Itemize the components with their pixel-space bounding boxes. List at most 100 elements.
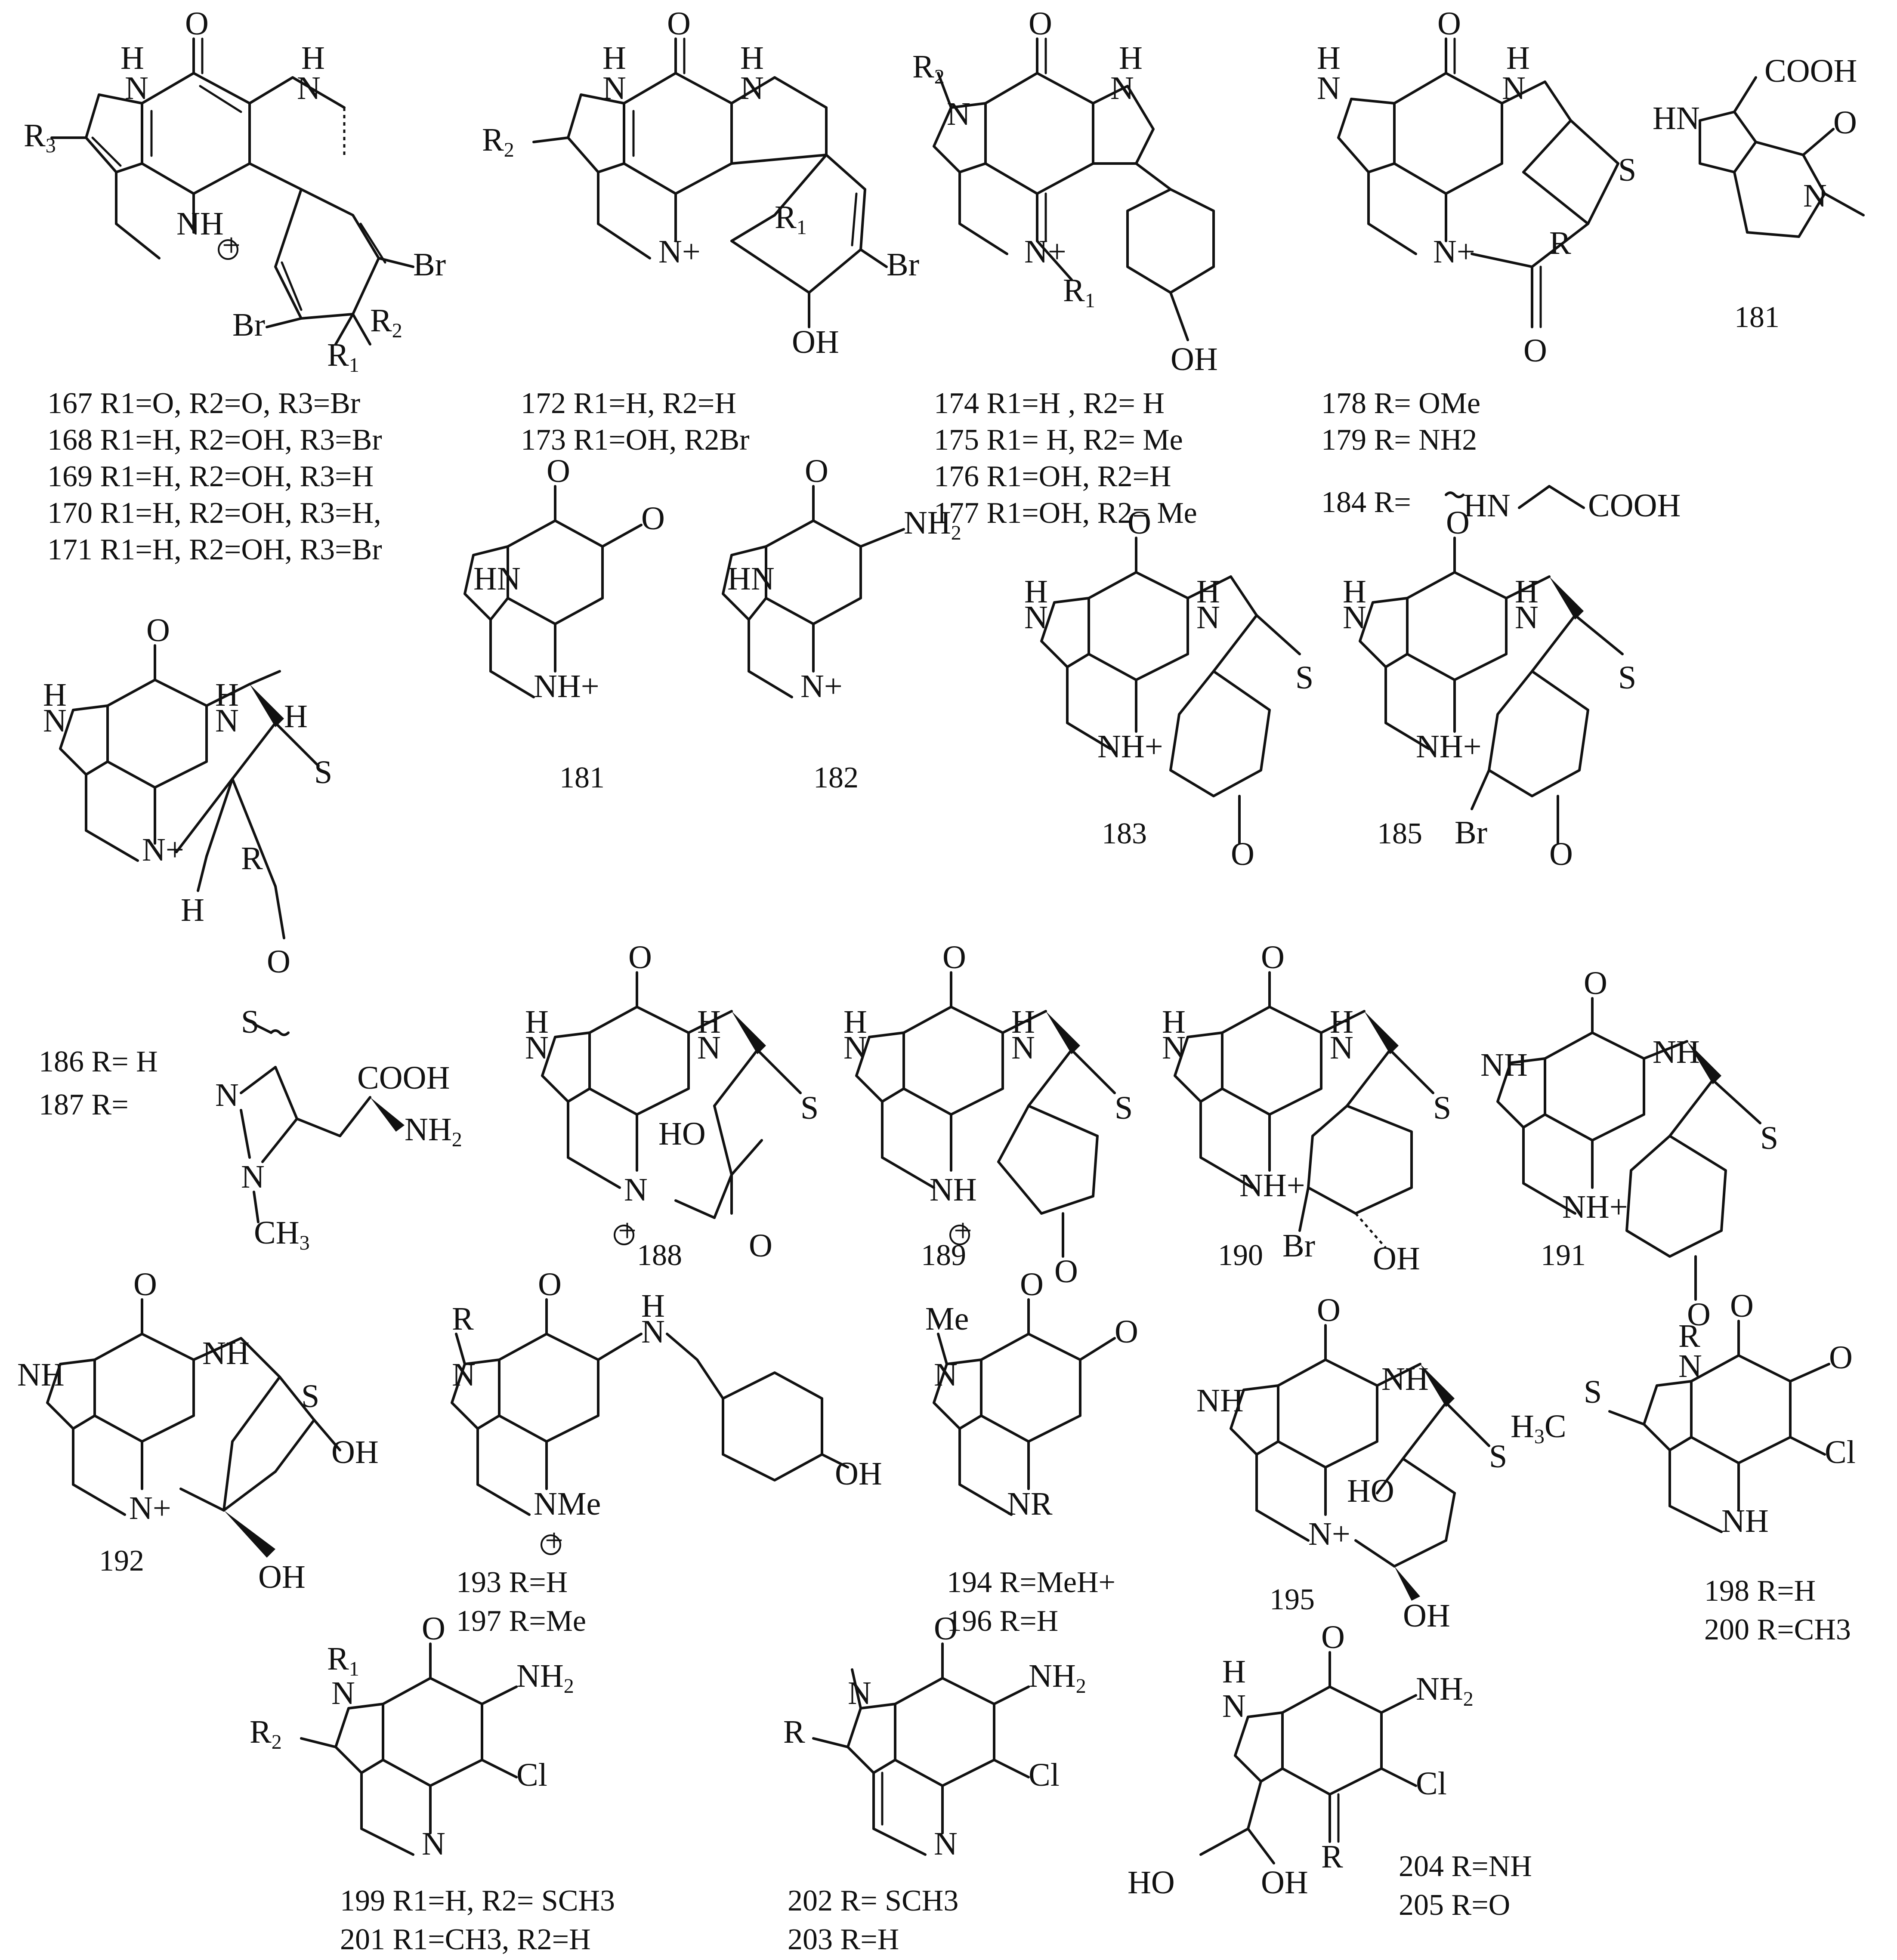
- label-NH2: NH2: [1029, 1658, 1086, 1698]
- label-O: O: [1029, 6, 1052, 42]
- compound-number-195: 195: [1270, 1583, 1315, 1616]
- label-R: R: [1549, 225, 1571, 261]
- caption-204: 204 R=NH: [1399, 1850, 1532, 1883]
- label-S: S: [1295, 660, 1313, 696]
- label-N-methyl: N: [241, 1159, 265, 1195]
- compound-number-183: 183: [1102, 817, 1147, 850]
- label-R: R: [452, 1301, 474, 1337]
- label-H: H: [1222, 1654, 1246, 1690]
- label-H: H: [43, 677, 67, 713]
- label-N: N: [125, 70, 148, 106]
- structure-198-200: O O R N S H3C Cl NH: [1511, 1288, 1856, 1539]
- label-Nplus: N+: [1433, 234, 1475, 270]
- captions-202-203: 202 R= SCH3 203 R=H: [788, 1884, 958, 1956]
- label-COOH: COOH: [1764, 53, 1857, 89]
- charge-plus: +: [954, 1213, 972, 1249]
- label-R2: R2: [912, 49, 945, 88]
- label-O-2: O: [1054, 1253, 1078, 1290]
- structure-191: O NH NH S NH+ O 191: [1480, 965, 1778, 1333]
- label-H: H: [1024, 574, 1048, 610]
- label-O-2: O: [1115, 1314, 1138, 1350]
- label-R2: R2: [250, 1714, 282, 1753]
- caption-179: 179 R= NH2: [1321, 423, 1477, 457]
- label-H-4: H: [181, 892, 204, 928]
- label-R3: R3: [24, 117, 56, 157]
- caption-175: 175 R1= H, R2= Me: [934, 423, 1183, 457]
- caption-178: 178 R= OMe: [1321, 387, 1480, 420]
- label-O: O: [1020, 1266, 1044, 1303]
- label-O: O: [1128, 505, 1151, 541]
- label-O-2: O: [641, 500, 665, 537]
- label-HO: HO: [1128, 1864, 1175, 1901]
- label-S: S: [1433, 1090, 1451, 1126]
- caption-201: 201 R1=CH3, R2=H: [340, 1923, 591, 1956]
- structure-178-179-184: O H N H N S N+ R O: [1317, 6, 1636, 369]
- label-OH: OH: [1171, 341, 1218, 377]
- structure-174-177: O R2 N H N N+ R1 OH: [912, 6, 1218, 377]
- label-S: S: [1489, 1438, 1507, 1475]
- structure-199-201: O NH2 R1 N R2 Cl N: [250, 1611, 574, 1862]
- structure-172-173: O H N R2 N+ H N R1 Br OH: [482, 6, 919, 360]
- label-NH2: NH2: [405, 1111, 462, 1151]
- label-N-2: N: [215, 703, 239, 739]
- label-OH: OH: [1373, 1241, 1420, 1277]
- structure-194-196: O O Me N NR: [925, 1266, 1138, 1522]
- label-N: N: [1678, 1348, 1702, 1384]
- caption-205: 205 R=O: [1399, 1889, 1510, 1922]
- label-S: S: [301, 1378, 319, 1414]
- label-NMe: NMe: [534, 1486, 601, 1522]
- label-N-2: N: [422, 1826, 445, 1862]
- captions-204-205: 204 R=NH 205 R=O: [1399, 1850, 1532, 1922]
- label-O: O: [1833, 105, 1857, 141]
- label-O-2: O: [749, 1228, 772, 1264]
- caption-176: 176 R1=OH, R2=H: [934, 460, 1171, 493]
- label-NHplus: NH+: [1562, 1189, 1628, 1225]
- label-COOH: COOH: [1588, 488, 1681, 524]
- caption-202: 202 R= SCH3: [788, 1884, 958, 1917]
- label-Cl: Cl: [1029, 1757, 1060, 1793]
- label-H: H: [1343, 574, 1366, 610]
- captions-199-201: 199 R1=H, R2= SCH3 201 R1=CH3, R2=H: [340, 1884, 615, 1956]
- label-NH2: NH2: [1416, 1671, 1474, 1710]
- label-O: O: [805, 453, 828, 489]
- label-OH-2: OH: [258, 1559, 306, 1595]
- compound-number-190: 190: [1218, 1239, 1263, 1272]
- label-NH: NH: [1480, 1047, 1528, 1083]
- label-S: S: [1618, 152, 1636, 188]
- captions-186-187: 186 R= H 187 R= S N COOH NH2 N CH3: [39, 1004, 462, 1254]
- label-NH: NH: [1196, 1383, 1244, 1419]
- compound-number-189: 189: [921, 1239, 966, 1272]
- label-HN: HN: [727, 561, 775, 597]
- label-R: R: [1678, 1318, 1700, 1354]
- label-O: O: [628, 939, 652, 975]
- label-H-2: H: [301, 40, 325, 76]
- caption-170: 170 R1=H, R2=OH, R3=H,: [47, 497, 381, 530]
- label-N: N: [1803, 178, 1827, 214]
- label-HN: HN: [1463, 488, 1511, 524]
- label-Nplus: N+: [658, 234, 701, 270]
- label-R: R: [1321, 1839, 1343, 1875]
- caption-193: 193 R=H: [456, 1566, 568, 1599]
- label-N: N: [602, 70, 626, 106]
- charge-plus: +: [618, 1213, 636, 1249]
- label-Br-2: Br: [232, 307, 265, 343]
- label-R: R: [783, 1714, 805, 1750]
- structure-183: O H N H N S NH+ O 183: [1024, 505, 1313, 872]
- compound-number-185: 185: [1377, 817, 1422, 850]
- compound-number-181-top: 181: [1734, 301, 1780, 334]
- label-O: O: [1437, 6, 1461, 42]
- label-Br: Br: [887, 247, 919, 283]
- label-O-2: O: [1523, 333, 1547, 369]
- label-H: H: [602, 40, 626, 76]
- label-R2: R2: [370, 302, 402, 342]
- label-H: H: [1317, 40, 1341, 76]
- structure-186-187: O H N H N H S N+ R H O: [43, 612, 332, 980]
- label-N: N: [525, 1030, 549, 1066]
- caption-172: 172 R1=H, R2=H: [521, 387, 736, 420]
- label-NHplus: NH+: [1239, 1167, 1305, 1204]
- compound-number-181-lower: 181: [559, 761, 605, 794]
- label-S: S: [1584, 1374, 1602, 1410]
- label-COOH: COOH: [357, 1060, 450, 1096]
- caption-184: 184 R=: [1321, 486, 1411, 519]
- label-O: O: [667, 6, 691, 42]
